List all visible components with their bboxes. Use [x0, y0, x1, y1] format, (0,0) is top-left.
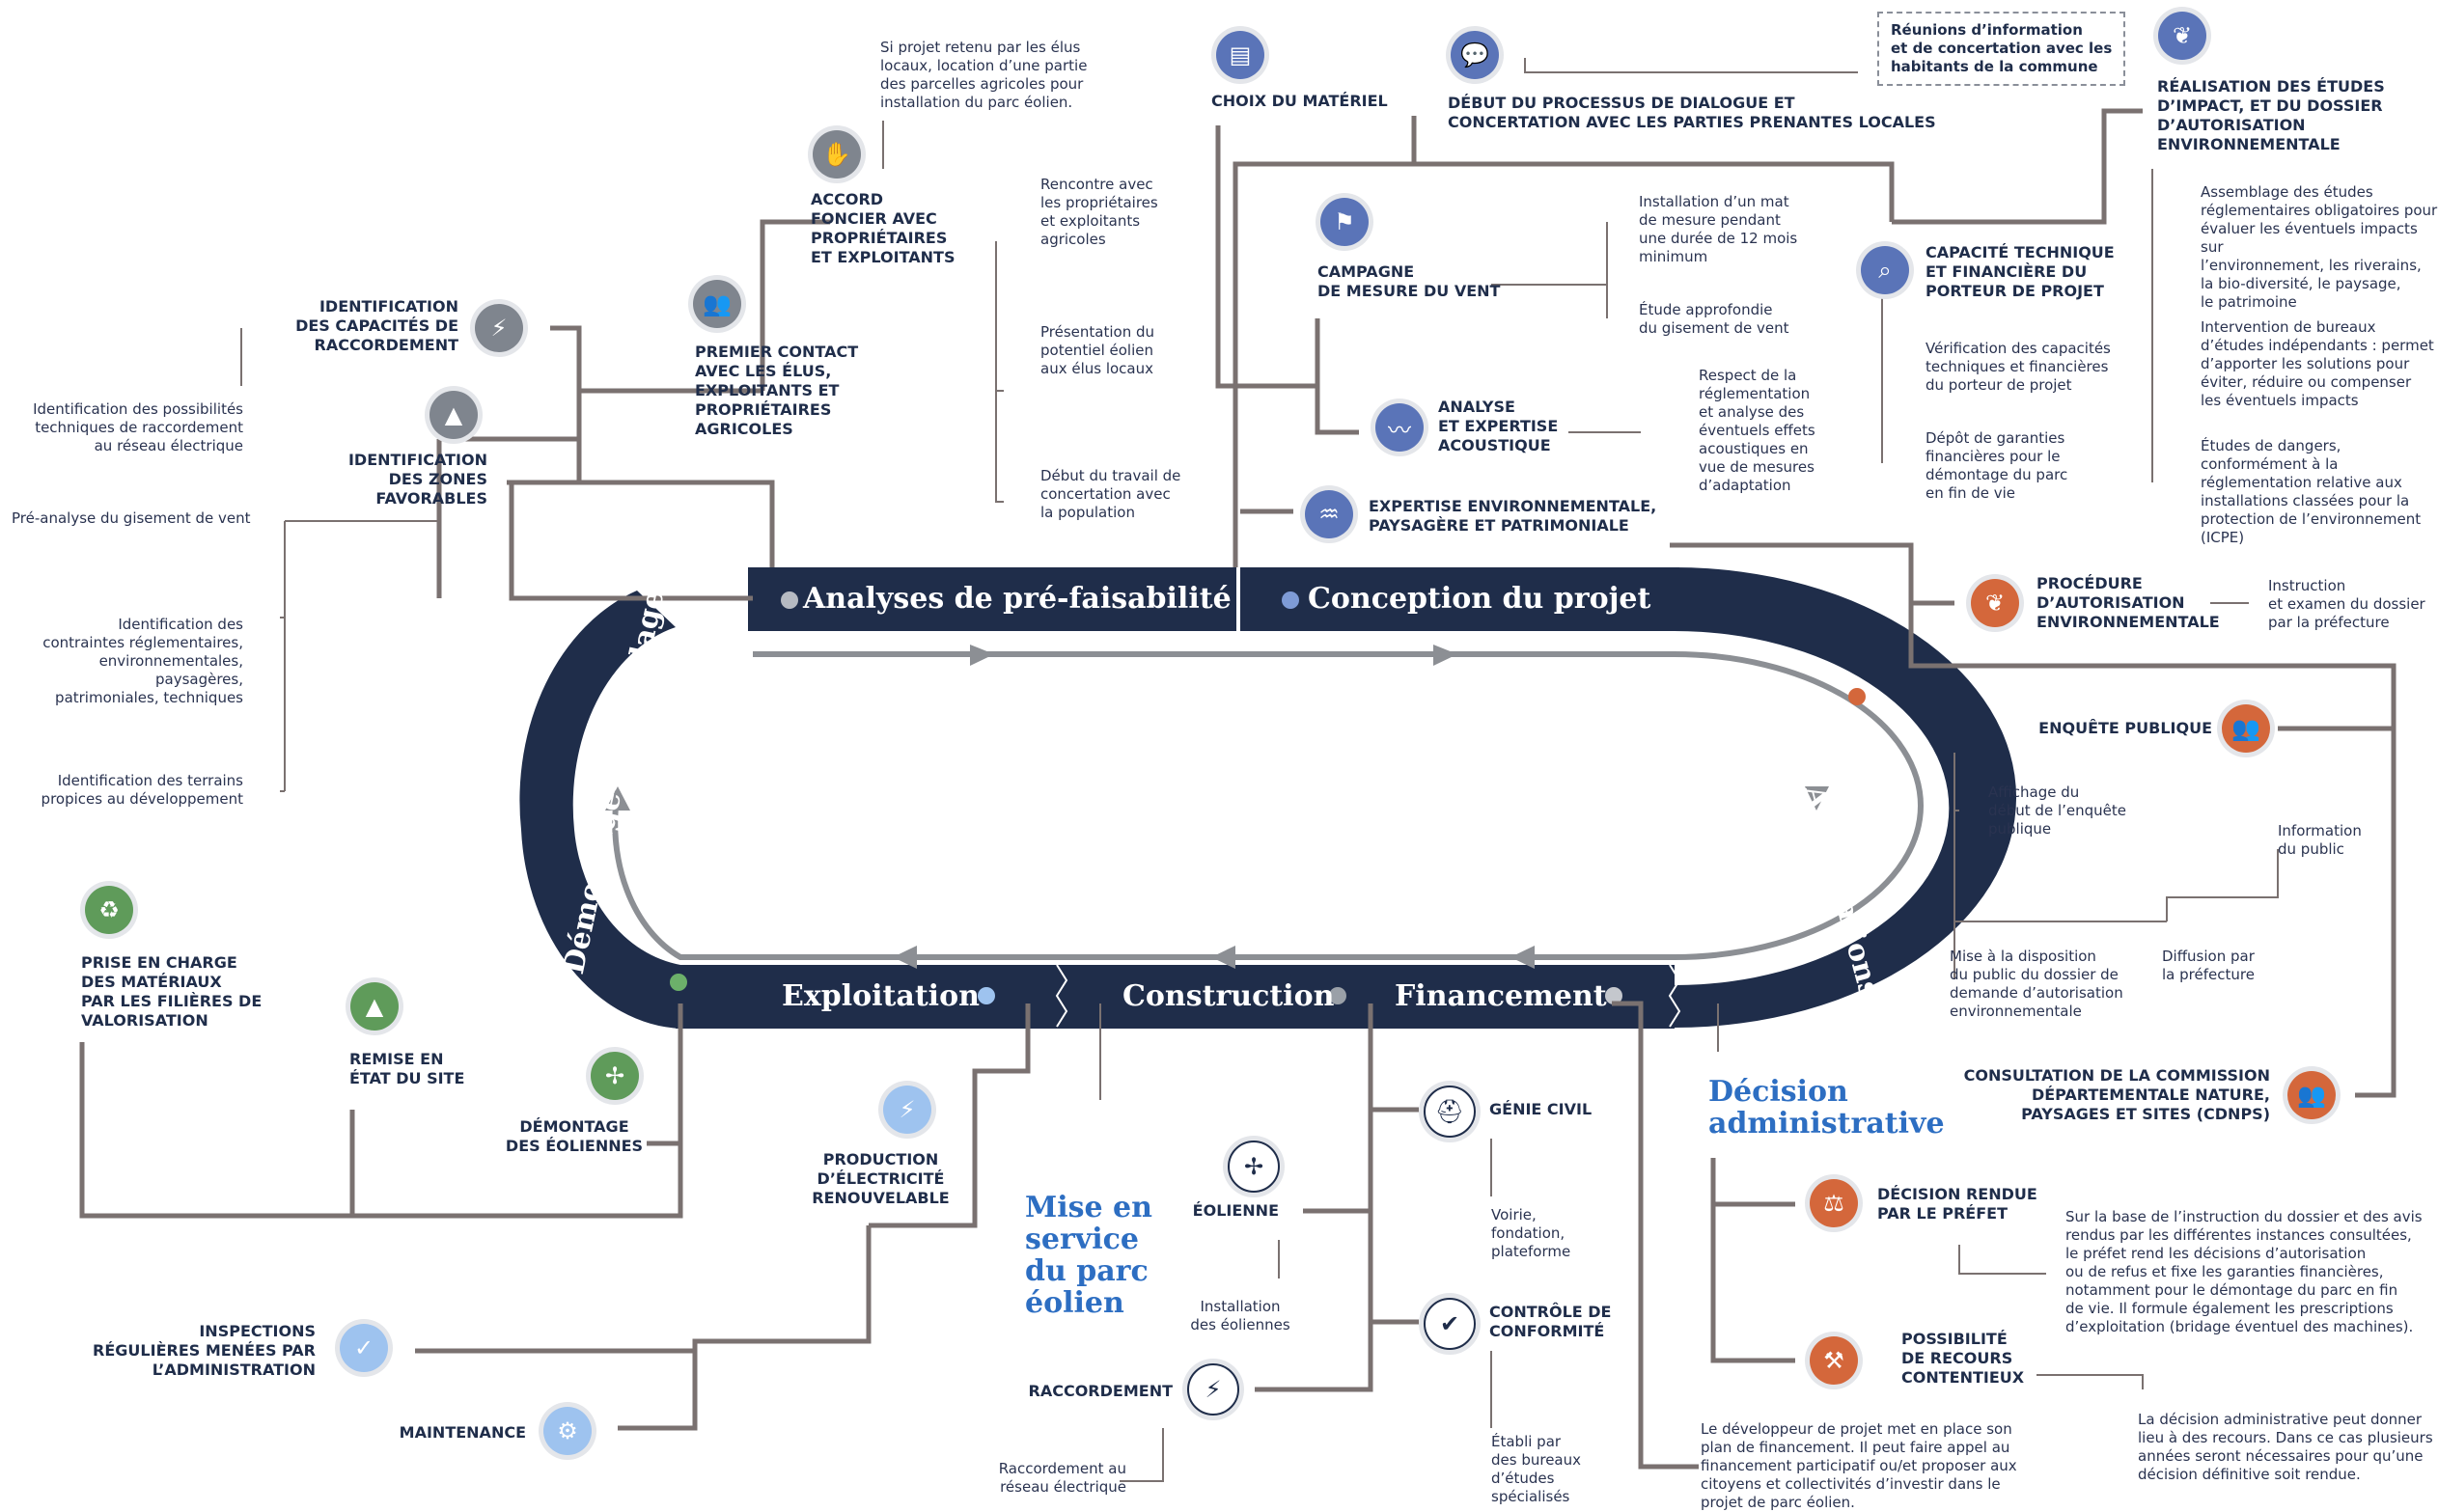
label-capacites-raccordement: IDENTIFICATION DES CAPACITÉS DE RACCORDE…: [295, 297, 458, 354]
box-reunions: Réunions d’information et de concertatio…: [1877, 12, 2126, 86]
note-instruction: Instruction et examen du dossier par la …: [2268, 577, 2425, 631]
connector-lines: [79, 108, 2396, 1470]
milestone-decision-administrative: Décision administrative: [1708, 1075, 1945, 1141]
note-voirie: Voirie, fondation, plateforme: [1491, 1206, 1571, 1260]
plug-icon: ⚡: [475, 304, 523, 352]
label-decision-prefet: DÉCISION RENDUE PAR LE PRÉFET: [1877, 1185, 2037, 1223]
label-controle: CONTRÔLE DE CONFORMITÉ: [1489, 1303, 1612, 1340]
label-eolienne: ÉOLIENNE: [1192, 1201, 1279, 1220]
label-realisation: RÉALISATION DES ÉTUDES D’IMPACT, ET DU D…: [2157, 77, 2385, 153]
lightning-icon: ⚡: [883, 1086, 931, 1134]
thin-connector-lines: [240, 58, 2279, 1482]
gears-icon: ⚙: [543, 1407, 592, 1455]
note-si-projet: Si projet retenu par les élus locaux, lo…: [880, 39, 1088, 111]
note-installation-eoliennes: Installation des éoliennes: [1190, 1298, 1290, 1333]
label-recours: POSSIBILITÉ DE RECOURS CONTENTIEUX: [1901, 1330, 2025, 1387]
handshake-icon: ✋: [813, 130, 861, 179]
note-pre-analyse: Pré-analyse du gisement de vent: [12, 509, 251, 527]
label-production: PRODUCTION D’ÉLECTRICITÉ RENOUVELABLE: [812, 1150, 950, 1207]
note-information: Information du public: [2278, 822, 2362, 858]
phase-pre-faisabilite: Analyses de pré-faisabilité: [803, 582, 1232, 616]
committee-icon: 👥: [2287, 1071, 2336, 1119]
soundwave-icon: 〰: [1375, 403, 1424, 452]
label-expertise-env: EXPERTISE ENVIRONNEMENTALE, PAYSAGÈRE ET…: [1369, 497, 1657, 535]
speech-bubble-icon: 💬: [1451, 31, 1499, 79]
note-rencontre: Rencontre avec les propriétaires et expl…: [1040, 176, 1158, 248]
check-badge-icon: ✓: [340, 1324, 388, 1372]
note-presentation: Présentation du potentiel éolien aux élu…: [1040, 323, 1155, 377]
label-accord-foncier: ACCORD FONCIER AVEC PROPRIÉTAIRES ET EXP…: [811, 190, 956, 266]
phase-conception: Conception du projet: [1308, 582, 1651, 616]
label-procedure: PROCÉDURE D’AUTORISATION ENVIRONNEMENTAL…: [2036, 574, 2220, 631]
people-icon: 👥: [693, 280, 741, 328]
note-dangers: Études de dangers, conformément à la rég…: [2201, 437, 2422, 546]
scales-icon: ⚖: [1810, 1179, 1858, 1227]
note-mise-disposition: Mise à la disposition du public du dossi…: [1950, 948, 2123, 1020]
helmet-icon: ⛑: [1424, 1086, 1476, 1138]
label-campagne: CAMPAGNE DE MESURE DU VENT: [1317, 262, 1501, 300]
note-sur-la-base: Sur la base de l’instruction du dossier …: [2065, 1208, 2423, 1335]
wind-turbine-icon: ✢: [1228, 1141, 1280, 1193]
phase-construction: Construction: [1122, 979, 1335, 1013]
label-zones-favorables: IDENTIFICATION DES ZONES FAVORABLES: [347, 451, 487, 508]
label-remise: REMISE EN ÉTAT DU SITE: [349, 1050, 465, 1087]
note-etude-gisement: Étude approfondie du gisement de vent: [1639, 301, 1789, 337]
note-assemblage: Assemblage des études réglementaires obl…: [2201, 183, 2438, 311]
note-possibilites-raccordement: Identification des possibilités techniqu…: [33, 400, 243, 454]
milestone-mise-en-service: Mise en service du parc éolien: [1025, 1191, 1152, 1320]
audience-icon: 👥: [2222, 704, 2270, 753]
note-contraintes: Identification des contraintes réglement…: [42, 616, 243, 706]
label-prise-en-charge: PRISE EN CHARGE DES MATÉRIAUX PAR LES FI…: [81, 953, 263, 1030]
note-developpeur: Le développeur de projet met en place so…: [1701, 1420, 2017, 1511]
magnifier-icon: ⌕: [1861, 246, 1909, 294]
label-analyse-acoustique: ANALYSE ET EXPERTISE ACOUSTIQUE: [1438, 398, 1559, 454]
label-genie-civil: GÉNIE CIVIL: [1489, 1100, 1593, 1118]
note-diffusion: Diffusion par la préfecture: [2162, 948, 2255, 983]
cycle-track: [519, 567, 2017, 1029]
windsock-icon: ⚑: [1320, 198, 1369, 246]
label-debut-processus: DÉBUT DU PROCESSUS DE DIALOGUE ET CONCER…: [1448, 94, 1936, 131]
gavel-icon: ⚒: [1810, 1336, 1858, 1385]
phase-exploitation: Exploitation: [782, 979, 980, 1013]
note-respect: Respect de la réglementation et analyse …: [1699, 367, 1815, 494]
note-depot: Dépôt de garanties financières pour le d…: [1925, 429, 2068, 502]
note-installation-mat: Installation d’un mat de mesure pendant …: [1639, 193, 1798, 265]
label-choix-materiel: CHOIX DU MATÉRIEL: [1211, 92, 1388, 110]
note-raccordement-reseau: Raccordement au réseau électrique: [998, 1460, 1126, 1496]
note-decision-texte: La décision administrative peut donner l…: [2138, 1411, 2433, 1483]
document-icon: ▤: [1216, 31, 1264, 79]
note-terrains: Identification des terrains propices au …: [41, 772, 243, 808]
label-maintenance: MAINTENANCE: [399, 1423, 526, 1442]
note-debut-travail: Début du travail de concertation avec la…: [1040, 467, 1181, 521]
landscape-icon: ♒: [1305, 490, 1353, 538]
note-verification: Vérification des capacités techniques et…: [1925, 340, 2111, 394]
recycle-icon: ♻: [85, 886, 133, 934]
label-enquete: ENQUÊTE PUBLIQUE: [2038, 719, 2212, 737]
label-capacite-tech: CAPACITÉ TECHNIQUE ET FINANCIÈRE DU PORT…: [1925, 243, 2115, 300]
phase-financement: Financement: [1395, 979, 1607, 1013]
label-raccordement: RACCORDEMENT: [1028, 1382, 1173, 1400]
label-demontage-eoliennes: DÉMONTAGE DES ÉOLIENNES: [505, 1117, 644, 1155]
note-etabli: Établi par des bureaux d’études spéciali…: [1491, 1433, 1582, 1505]
label-consultation: CONSULTATION DE LA COMMISSION DÉPARTEMEN…: [1963, 1066, 2270, 1123]
check-icon: ✔: [1424, 1298, 1476, 1350]
tree-icon: ▲: [429, 391, 478, 439]
note-affichage: Affichage du début de l’enquête publique: [1988, 783, 2126, 838]
leaf-icon: ❦: [1971, 579, 2019, 627]
note-intervention: Intervention de bureaux d’études indépen…: [2201, 318, 2434, 409]
tree-icon: ▲: [350, 982, 399, 1031]
label-inspections: INSPECTIONS RÉGULIÈRES MENÉES PAR L’ADMI…: [93, 1322, 316, 1379]
wind-turbine-icon: ✢: [591, 1052, 639, 1100]
leaf-icon: ❦: [2158, 12, 2206, 60]
plug-icon: ⚡: [1187, 1363, 1239, 1416]
label-premier-contact: PREMIER CONTACT AVEC LES ÉLUS, EXPLOITAN…: [695, 343, 859, 438]
